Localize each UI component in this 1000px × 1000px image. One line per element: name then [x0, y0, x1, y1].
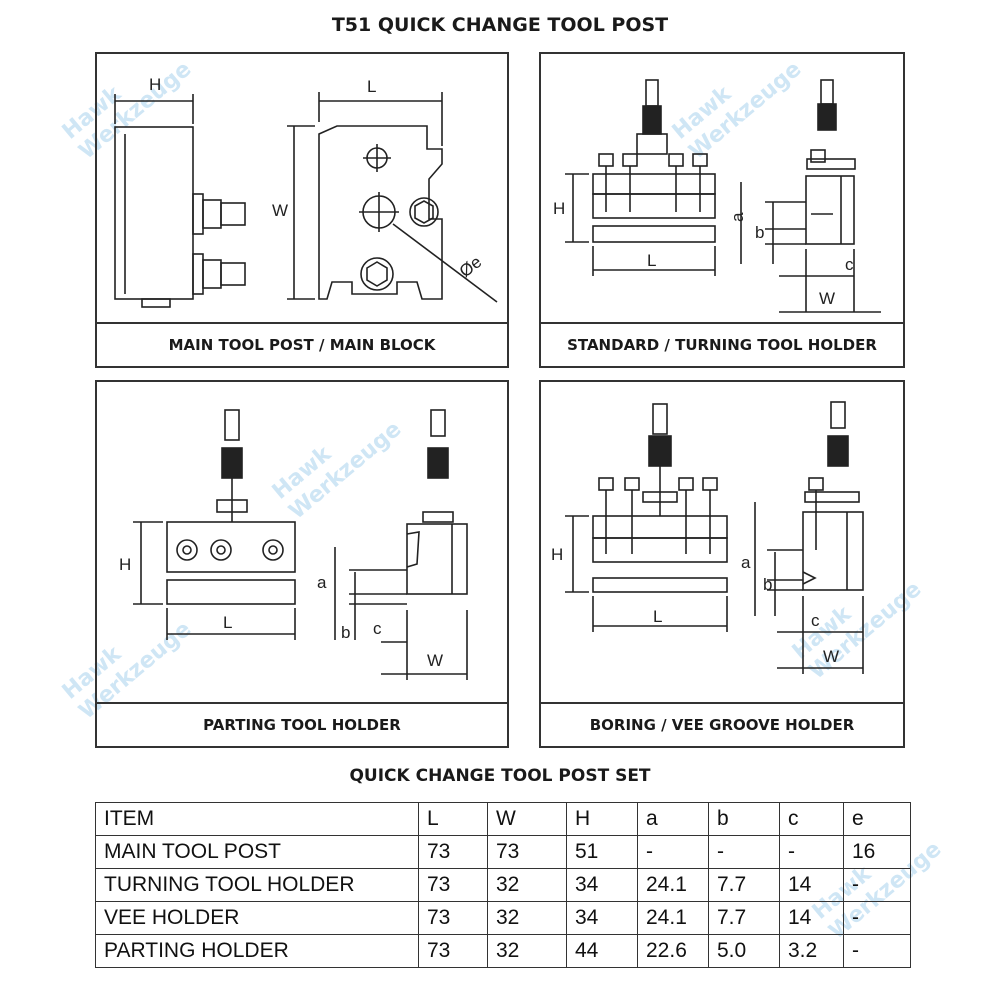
table-cell: 5.0	[708, 934, 780, 968]
svg-text:b: b	[763, 575, 772, 594]
table-row: PARTING HOLDER 73 32 44 22.6 5.0 3.2 -	[95, 934, 911, 968]
table-row: MAIN TOOL POST 73 73 51 - - - 16	[95, 835, 911, 869]
svg-text:H: H	[553, 199, 565, 218]
table-cell: -	[843, 934, 911, 968]
table-cell: 3.2	[779, 934, 844, 968]
svg-text:W: W	[272, 201, 288, 220]
table-cell: 32	[487, 934, 567, 968]
table-cell: 14	[779, 901, 844, 935]
header-cell: c	[779, 802, 844, 836]
table-cell: 51	[566, 835, 638, 869]
svg-text:a: a	[728, 212, 747, 222]
table-title: QUICK CHANGE TOOL POST SET	[349, 766, 651, 786]
svg-text:H: H	[149, 75, 161, 94]
svg-text:W: W	[823, 647, 839, 666]
svg-text:Øe: Øe	[456, 252, 486, 281]
table-cell: VEE HOLDER	[95, 901, 419, 935]
table-cell: 73	[487, 835, 567, 869]
panel-boring-vee-holder: H L a b c W BORING / VEE GROOVE HOLDER	[539, 380, 905, 748]
header-cell: ITEM	[95, 802, 419, 836]
table-header-row: ITEM L W H a b c e	[95, 802, 911, 836]
table-cell: 16	[843, 835, 911, 869]
panel-caption: BORING / VEE GROOVE HOLDER	[541, 702, 903, 746]
panel-parting-tool-holder: H L a b c W PARTING TOOL HOLDER	[95, 380, 509, 748]
svg-text:W: W	[819, 289, 835, 308]
boring-holder-drawing: H L a b c W	[551, 401, 864, 674]
table-cell: 24.1	[637, 901, 709, 935]
svg-text:L: L	[223, 613, 232, 632]
table-cell: 34	[566, 868, 638, 902]
table-cell: -	[779, 835, 844, 869]
spec-table: ITEM L W H a b c e MAIN TOOL POST 73 73 …	[95, 802, 911, 968]
panel-caption: MAIN TOOL POST / MAIN BLOCK	[97, 322, 507, 366]
svg-text:a: a	[741, 553, 751, 572]
table-cell: 7.7	[708, 868, 780, 902]
table-cell: -	[637, 835, 709, 869]
svg-text:H: H	[551, 545, 563, 564]
panel-caption: STANDARD / TURNING TOOL HOLDER	[541, 322, 903, 366]
panel-turning-tool-holder: H L a b c W STANDARD / TURNING TOOL HOLD…	[539, 52, 905, 368]
table-cell: 73	[418, 835, 488, 869]
svg-text:b: b	[341, 623, 350, 642]
header-cell: H	[566, 802, 638, 836]
table-row: VEE HOLDER 73 32 34 24.1 7.7 14 -	[95, 901, 911, 935]
svg-text:W: W	[427, 651, 443, 670]
svg-text:c: c	[811, 611, 820, 630]
svg-text:L: L	[653, 607, 662, 626]
svg-text:c: c	[373, 619, 382, 638]
table-cell: 32	[487, 901, 567, 935]
svg-text:L: L	[367, 77, 376, 96]
svg-text:H: H	[119, 555, 131, 574]
header-cell: a	[637, 802, 709, 836]
page-title: T51 QUICK CHANGE TOOL POST	[331, 14, 669, 36]
panel-main-tool-post: H L W Øe MAIN TOOL POST / MAIN BLOCK	[95, 52, 509, 368]
table-cell: 24.1	[637, 868, 709, 902]
table-cell: 73	[418, 868, 488, 902]
table-cell: 14	[779, 868, 844, 902]
header-cell: b	[708, 802, 780, 836]
table-cell: 34	[566, 901, 638, 935]
table-cell: TURNING TOOL HOLDER	[95, 868, 419, 902]
table-cell: 73	[418, 901, 488, 935]
table-cell: -	[708, 835, 780, 869]
header-cell: L	[418, 802, 488, 836]
table-cell: 32	[487, 868, 567, 902]
header-cell: e	[843, 802, 911, 836]
svg-text:L: L	[647, 251, 656, 270]
table-cell: 44	[566, 934, 638, 968]
svg-text:b: b	[755, 223, 764, 242]
table-cell: 22.6	[637, 934, 709, 968]
panel-caption: PARTING TOOL HOLDER	[97, 702, 507, 746]
table-cell: 7.7	[708, 901, 780, 935]
header-cell: W	[487, 802, 567, 836]
turning-holder-drawing: H L a b c W	[553, 79, 881, 313]
table-cell: MAIN TOOL POST	[95, 835, 419, 869]
svg-text:c: c	[845, 255, 854, 274]
parting-holder-drawing: H L a b c W	[119, 409, 468, 680]
table-row: TURNING TOOL HOLDER 73 32 34 24.1 7.7 14…	[95, 868, 911, 902]
svg-text:a: a	[317, 573, 327, 592]
table-cell: PARTING HOLDER	[95, 934, 419, 968]
table-cell: 73	[418, 934, 488, 968]
table-cell: -	[843, 868, 911, 902]
table-cell: -	[843, 901, 911, 935]
main-tool-post-drawing: H L W Øe	[114, 75, 498, 308]
